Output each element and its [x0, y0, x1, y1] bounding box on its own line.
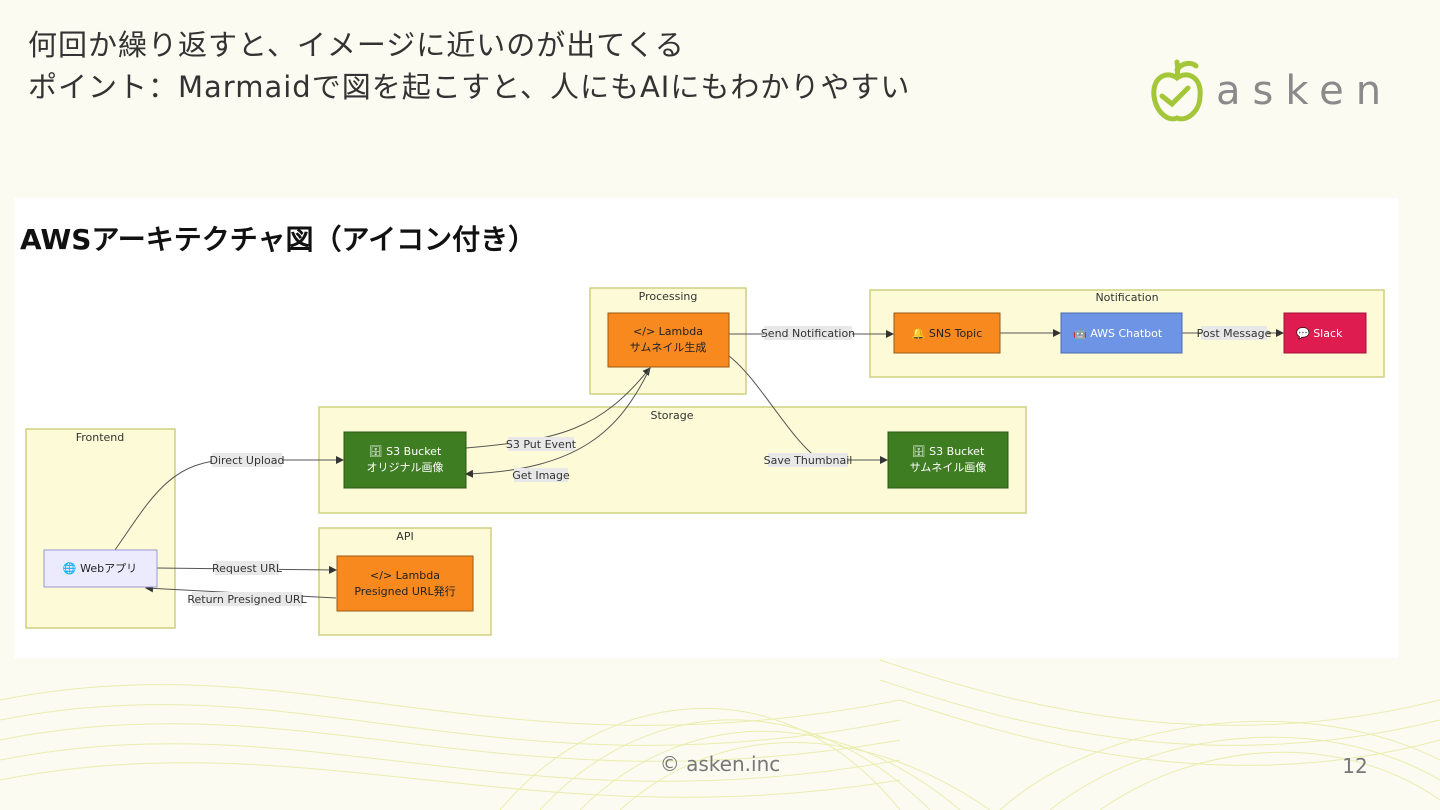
node-lambda-presigned: </> Lambda Presigned URL発行	[336, 555, 474, 612]
node-aws-chatbot-label: 🤖 AWS Chatbot	[1073, 327, 1163, 340]
edge-label-send-notification: Send Notification	[761, 327, 855, 340]
edge-label-request-url: Request URL	[212, 562, 283, 575]
node-s3-thumbnail-line2: サムネイル画像	[910, 461, 987, 474]
node-lambda-thumbnail-line2: サムネイル生成	[630, 340, 707, 354]
asken-logo: asken	[1148, 58, 1393, 124]
group-notification-label: Notification	[1095, 291, 1158, 304]
node-lambda-thumbnail-line1: </> Lambda	[633, 325, 703, 338]
node-s3-thumbnail-line1: 🗄 S3 Bucket	[912, 445, 985, 458]
group-frontend-label: Frontend	[76, 431, 125, 444]
group-frontend: Frontend	[25, 428, 176, 629]
node-lambda-presigned-line1: </> Lambda	[370, 569, 440, 582]
node-slack-label: 💬 Slack	[1296, 327, 1343, 340]
group-processing-label: Processing	[639, 290, 698, 303]
node-sns-topic-label: 🔔 SNS Topic	[912, 327, 983, 340]
slide-title: 何回か繰り返すと、イメージに近いのが出てくる ポイント：Marmaidで図を起こ…	[28, 24, 910, 108]
apple-logo-icon	[1151, 59, 1203, 122]
node-s3-thumbnail: 🗄 S3 Bucket サムネイル画像	[887, 431, 1009, 489]
edge-label-get-image: Get Image	[512, 469, 570, 482]
edge-label-post-message: Post Message	[1197, 327, 1272, 340]
edge-label-s3-put-event: S3 Put Event	[506, 438, 577, 451]
edge-label-save-thumbnail: Save Thumbnail	[764, 454, 853, 467]
node-webapp: 🌐 Webアプリ	[43, 549, 158, 588]
node-sns-topic: 🔔 SNS Topic	[893, 312, 1001, 354]
node-aws-chatbot: 🤖 AWS Chatbot	[1060, 312, 1183, 354]
edge-label-direct-upload: Direct Upload	[210, 454, 285, 467]
group-api-label: API	[396, 530, 413, 543]
edge-s3-put-event	[465, 367, 651, 449]
group-storage-label: Storage	[650, 409, 693, 422]
page-number: 12	[1342, 754, 1368, 778]
edge-label-return-presigned-url: Return Presigned URL	[187, 593, 307, 606]
node-lambda-thumbnail: </> Lambda サムネイル生成	[607, 312, 730, 368]
node-s3-original: 🗄 S3 Bucket オリジナル画像	[343, 431, 467, 489]
slide-title-line2: ポイント：Marmaidで図を起こすと、人にもAIにもわかりやすい	[28, 70, 911, 104]
diagram-title: AWSアーキテクチャ図（アイコン付き）	[20, 223, 537, 256]
node-slack: 💬 Slack	[1283, 312, 1367, 354]
copyright-footer: © asken.inc	[659, 752, 781, 776]
edge-get-image	[465, 367, 651, 478]
node-s3-original-line2: オリジナル画像	[367, 461, 444, 474]
node-webapp-label: 🌐 Webアプリ	[63, 562, 137, 575]
node-s3-original-line1: 🗄 S3 Bucket	[369, 445, 442, 458]
slide-title-line1: 何回か繰り返すと、イメージに近いのが出てくる	[28, 28, 685, 62]
node-lambda-presigned-line2: Presigned URL発行	[354, 584, 455, 598]
logo-wordmark: asken	[1216, 68, 1394, 114]
